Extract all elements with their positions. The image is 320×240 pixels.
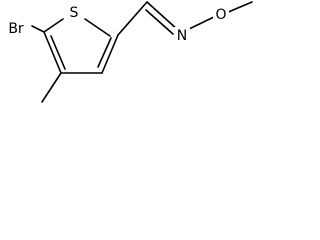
bond-ch-n-inner [145, 9, 174, 35]
bromine-atom-label: Br [8, 21, 24, 37]
bond-n-o [188, 15, 217, 30]
bond-c3-c2 [101, 34, 119, 74]
bond-group [31, 1, 253, 103]
nitrogen-atom-label: N [177, 28, 187, 44]
bond-c5-br [31, 25, 45, 33]
sulfur-atom-label: S [70, 5, 79, 21]
oxygen-atom-label: O [215, 7, 226, 23]
bond-ch-n [146, 1, 179, 31]
chemical-structure: S Br N O [2, 1, 253, 103]
bond-s-c2 [84, 18, 111, 37]
bond-c5-c4-inner [50, 35, 66, 70]
bond-c4-methyl [41, 72, 62, 103]
bond-o-methyl [225, 1, 253, 14]
bond-c3-c2-inner [97, 37, 112, 68]
bond-c5-s [43, 18, 64, 33]
bond-c2-ch [117, 1, 148, 36]
bond-c5-c4 [43, 31, 62, 74]
atom-labels: S Br N O [2, 4, 229, 45]
